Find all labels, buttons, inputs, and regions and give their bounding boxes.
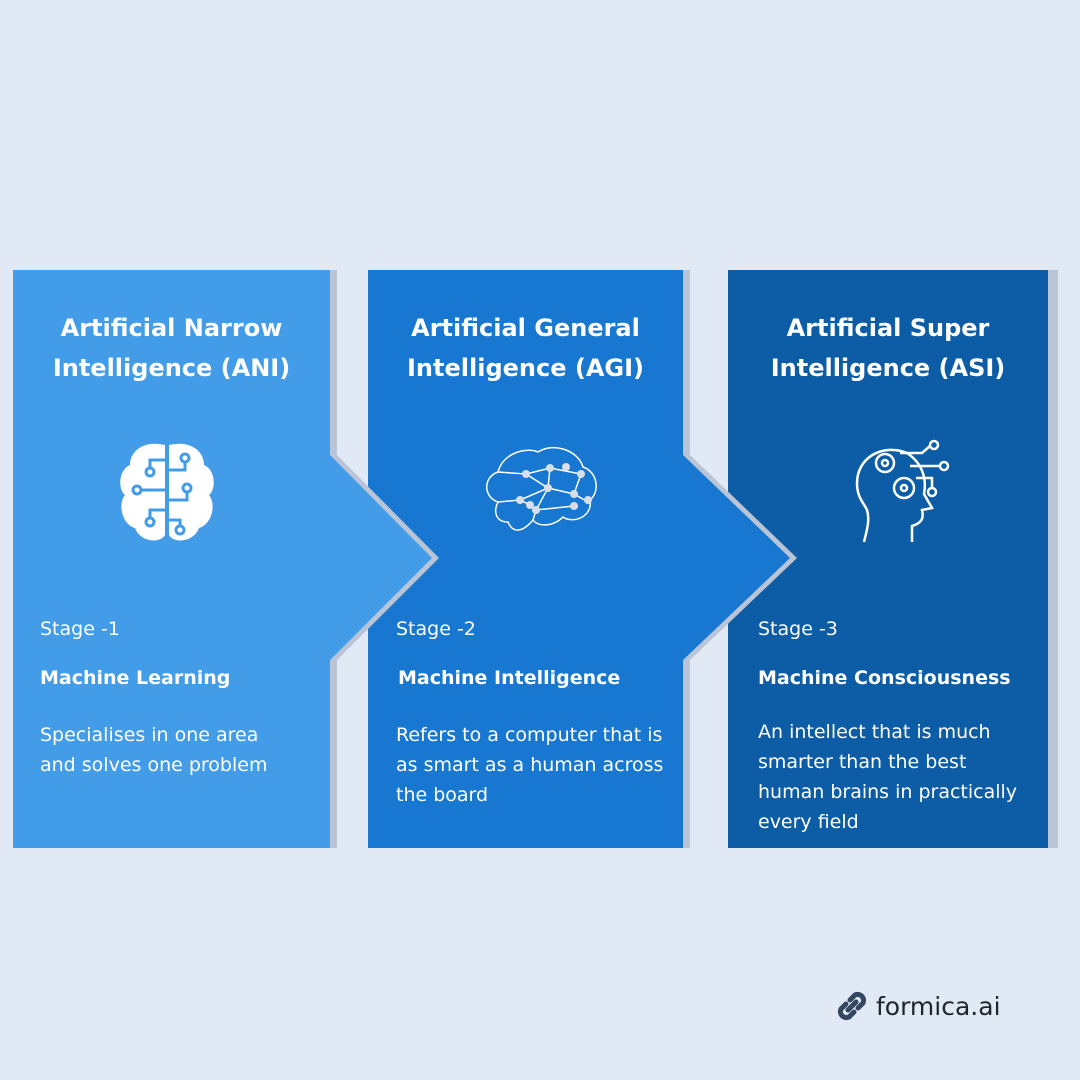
- panel-2-description: Refers to a computer that is as smart as…: [396, 724, 664, 806]
- title-line: Artificial Super: [786, 314, 990, 342]
- title-line: Intelligence (ANI): [52, 354, 291, 382]
- brain-circuit-icon: [120, 443, 214, 541]
- brand-name: formica.ai: [876, 991, 1001, 1021]
- panel-2: [368, 270, 790, 848]
- panel-2-subtitle: Machine Intelligence: [398, 667, 621, 689]
- panel-1-description: Specialises in one area and solves one p…: [40, 724, 268, 776]
- panel-3-title: Artificial Super Intelligence (ASI): [728, 308, 1048, 388]
- head-gears-icon: [855, 439, 950, 543]
- panel-2-title: Artificial General Intelligence (AGI): [368, 308, 683, 388]
- title-line: Artificial Narrow: [60, 314, 283, 342]
- panel-1-stage: Stage -1: [40, 618, 120, 640]
- panel-3-subtitle: Machine Consciousness: [758, 667, 1011, 689]
- panel-1-subtitle: Machine Learning: [40, 667, 231, 689]
- title-line: Artificial General: [411, 314, 640, 342]
- panel-3-description: An intellect that is much smarter than t…: [758, 721, 1030, 833]
- panel-3-stage: Stage -3: [758, 618, 838, 640]
- panel-1-title: Artificial Narrow Intelligence (ANI): [13, 308, 330, 388]
- brain-network-icon: [486, 446, 597, 531]
- brand-logo: formica.ai: [836, 990, 1001, 1022]
- title-line: Intelligence (AGI): [407, 354, 644, 382]
- panel-1: [13, 270, 432, 848]
- panel-2-stage: Stage -2: [396, 618, 476, 640]
- title-line: Intelligence (ASI): [770, 354, 1006, 382]
- link-icon: [837, 991, 867, 1021]
- panel-3: [728, 270, 1048, 848]
